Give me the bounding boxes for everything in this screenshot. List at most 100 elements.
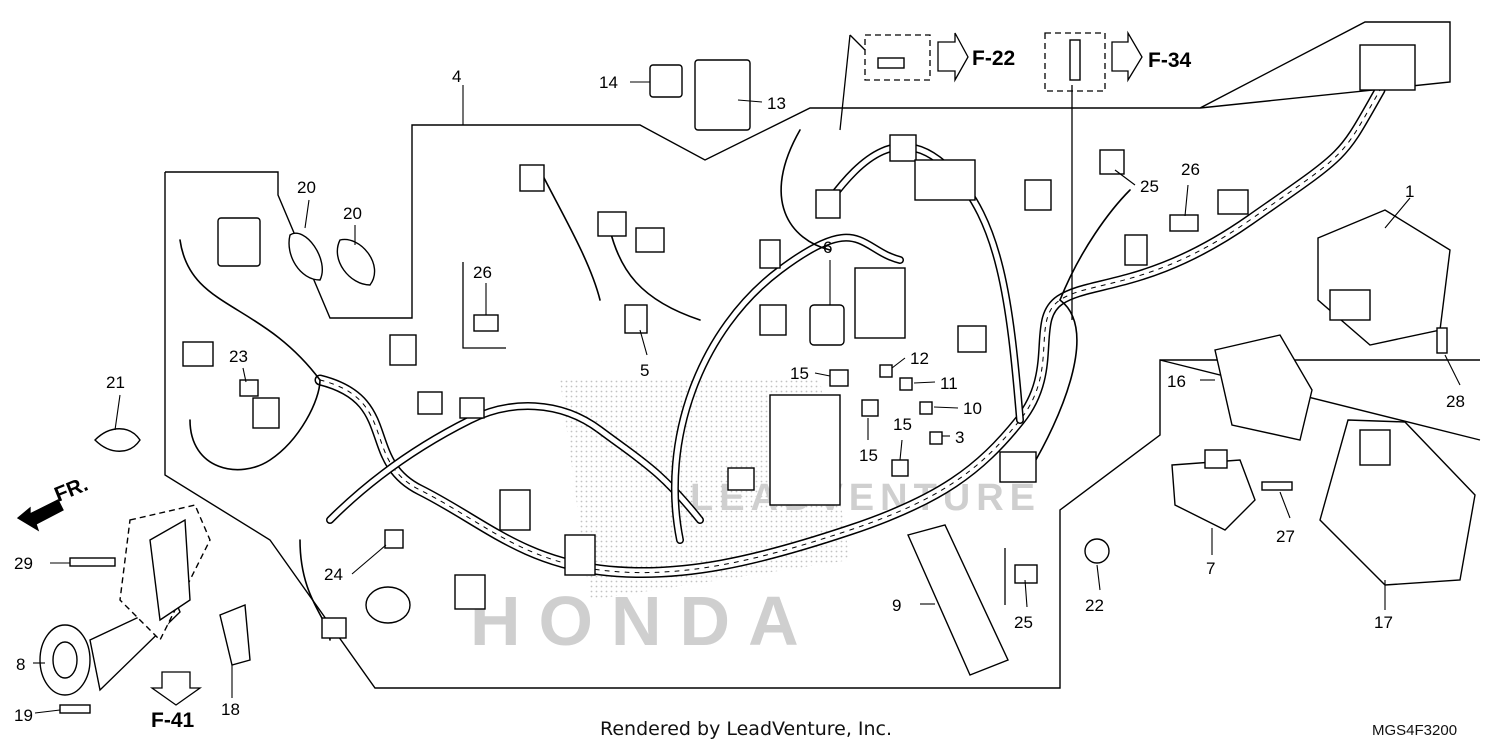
bolt-f22	[877, 57, 905, 69]
callout-8: 8	[16, 655, 25, 674]
parts	[39, 39, 1476, 714]
callouts: 1 3 4 5 6 7 8 9 10 11 12 13 14 15 15 15 …	[14, 67, 1465, 725]
reference-labels: F-22 F-34 F-41 FR.	[51, 47, 1191, 732]
relay-14	[649, 64, 683, 98]
connector	[499, 489, 531, 531]
connector	[635, 227, 665, 253]
control-unit-16	[1214, 334, 1313, 441]
connectors	[182, 44, 1416, 639]
ecu-17	[1319, 419, 1476, 586]
connector-block	[854, 267, 906, 339]
arrow-f22-icon	[937, 32, 969, 83]
connector	[759, 239, 781, 269]
front-arrow-icon	[16, 499, 64, 532]
callout-12: 12	[910, 349, 929, 368]
module-9	[907, 524, 1009, 676]
clip-25a	[1099, 149, 1125, 175]
callout-24: 24	[324, 565, 343, 584]
connector	[889, 134, 917, 162]
band-20a	[288, 232, 323, 281]
connector	[1124, 234, 1148, 266]
connector	[564, 534, 596, 576]
horn-8	[39, 624, 91, 696]
ref-f22: F-22	[972, 47, 1015, 70]
ref-f34: F-34	[1148, 49, 1192, 72]
callout-22: 22	[1085, 596, 1104, 615]
arrow-f41-icon	[149, 671, 203, 706]
credit-text: Rendered by LeadVenture, Inc.	[600, 718, 893, 740]
clip-24	[384, 529, 404, 549]
grommet-22	[1084, 538, 1110, 564]
band-21	[94, 428, 141, 452]
callout-20b: 20	[343, 204, 362, 223]
sensor-7	[1171, 449, 1256, 531]
ref-box-f22	[864, 34, 931, 81]
bracket	[149, 518, 191, 622]
callout-23: 23	[229, 347, 248, 366]
connector	[957, 325, 987, 353]
connector	[1024, 179, 1052, 211]
leader-lines	[33, 81, 1461, 714]
connector	[417, 391, 443, 415]
bolt-29	[69, 557, 116, 567]
connector	[459, 397, 485, 419]
clip-23	[239, 379, 259, 397]
callout-11: 11	[940, 374, 958, 393]
connector	[999, 451, 1037, 483]
connector	[727, 467, 755, 491]
callout-15a: 15	[790, 364, 809, 383]
front-label: FR.	[51, 473, 91, 507]
clip-26a	[1169, 214, 1199, 232]
fuse-box	[769, 394, 841, 506]
clip-26b	[473, 314, 499, 332]
clip-18	[219, 604, 251, 666]
callout-6: 6	[823, 238, 832, 257]
callout-19: 19	[14, 706, 33, 725]
regulator-rectifier	[1317, 209, 1451, 346]
connector	[1217, 189, 1249, 215]
callout-4: 4	[452, 67, 461, 86]
connector	[759, 304, 787, 336]
connector	[389, 334, 417, 366]
callout-27: 27	[1276, 527, 1295, 546]
callout-20a: 20	[297, 178, 316, 197]
connector	[321, 617, 347, 639]
connector	[454, 574, 486, 610]
connector	[182, 341, 214, 367]
bolt-19	[59, 704, 91, 714]
part-5	[624, 304, 648, 334]
connector	[519, 164, 545, 192]
callout-1: 1	[1405, 182, 1414, 201]
callout-26a: 26	[1181, 160, 1200, 179]
callout-5: 5	[640, 361, 649, 380]
callout-29: 29	[14, 554, 33, 573]
arrow-f34-icon	[1111, 30, 1143, 83]
sub-bracket-26	[462, 262, 506, 349]
part-6	[809, 304, 845, 346]
callout-28: 28	[1446, 392, 1465, 411]
clip-25b	[1014, 564, 1038, 584]
bolt-28	[1436, 327, 1448, 354]
main-harness	[179, 84, 1386, 641]
callout-26b: 26	[473, 263, 492, 282]
watermark-brand: HONDA	[470, 582, 817, 660]
connector-block	[914, 159, 976, 201]
callout-14: 14	[599, 73, 618, 92]
callout-21: 21	[106, 373, 125, 392]
callout-7: 7	[1206, 559, 1215, 578]
connector	[217, 217, 261, 267]
callout-16: 16	[1167, 372, 1186, 391]
bolt-f34	[1069, 39, 1081, 81]
connector	[1359, 44, 1416, 91]
reference-boxes	[16, 30, 1143, 706]
callout-13: 13	[767, 94, 786, 113]
callout-9: 9	[892, 596, 901, 615]
connector	[252, 397, 280, 429]
small-clips	[829, 364, 943, 477]
diagram-code: MGS4F3200	[1372, 722, 1458, 739]
callout-18: 18	[221, 700, 240, 719]
bolt-27	[1261, 481, 1293, 491]
callout-3: 3	[955, 428, 964, 447]
callout-15b: 15	[859, 446, 878, 465]
